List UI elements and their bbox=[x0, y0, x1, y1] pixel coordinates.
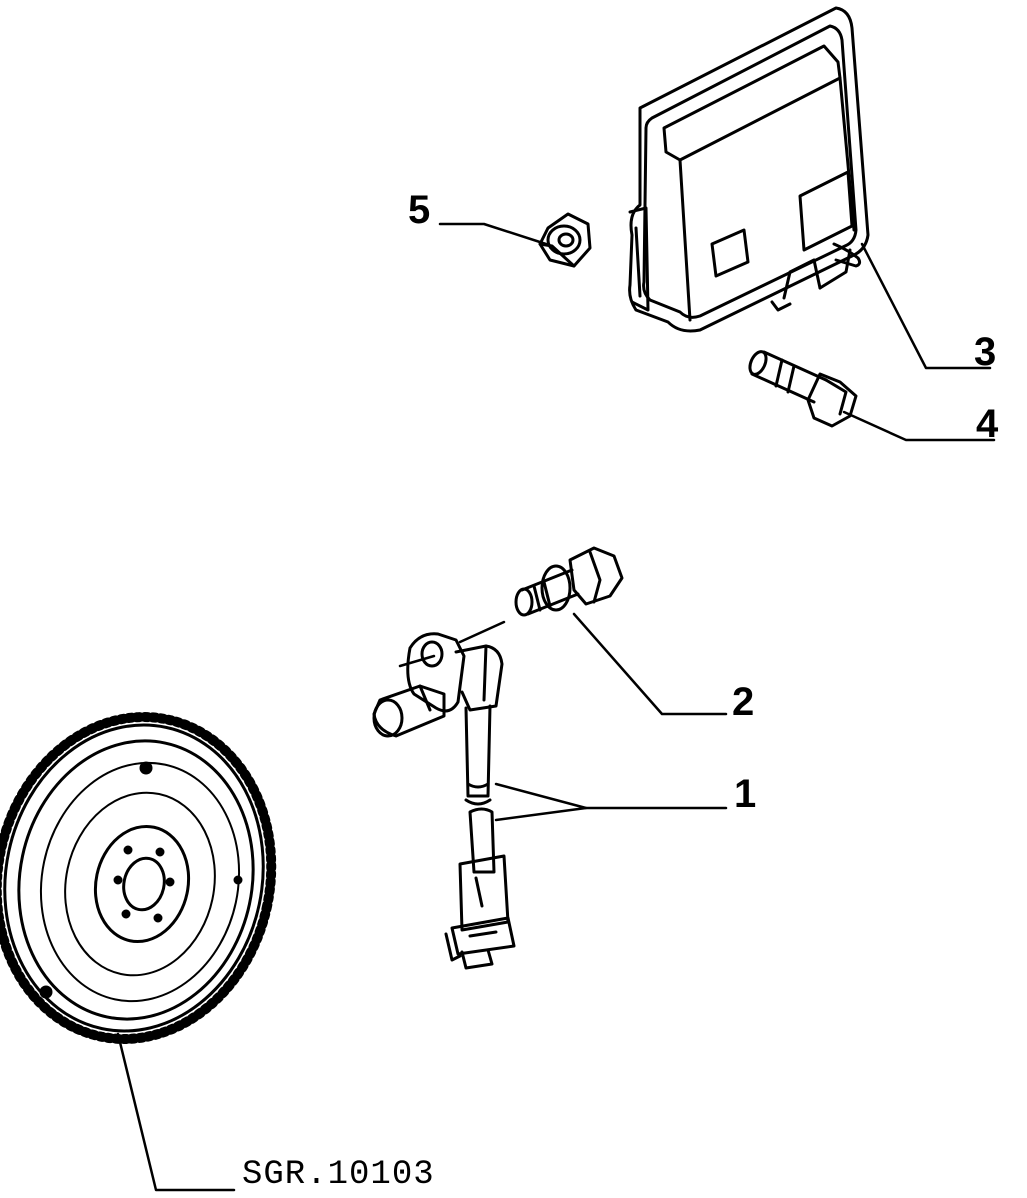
control-unit-drawing bbox=[630, 8, 868, 331]
callout-1: 1 bbox=[734, 772, 757, 816]
callout-4: 4 bbox=[976, 402, 999, 446]
sensor-bolt-drawing bbox=[516, 548, 622, 615]
callout-2: 2 bbox=[732, 680, 755, 724]
sensor-drawing bbox=[374, 634, 514, 968]
leader-lines bbox=[118, 224, 994, 1190]
reference-code: SGR.10103 bbox=[242, 1156, 435, 1194]
callout-5: 5 bbox=[408, 188, 431, 232]
nut-drawing bbox=[540, 214, 590, 266]
callout-3: 3 bbox=[974, 330, 997, 374]
flywheel-drawing bbox=[0, 691, 301, 1064]
unit-bolt-drawing bbox=[747, 349, 856, 426]
